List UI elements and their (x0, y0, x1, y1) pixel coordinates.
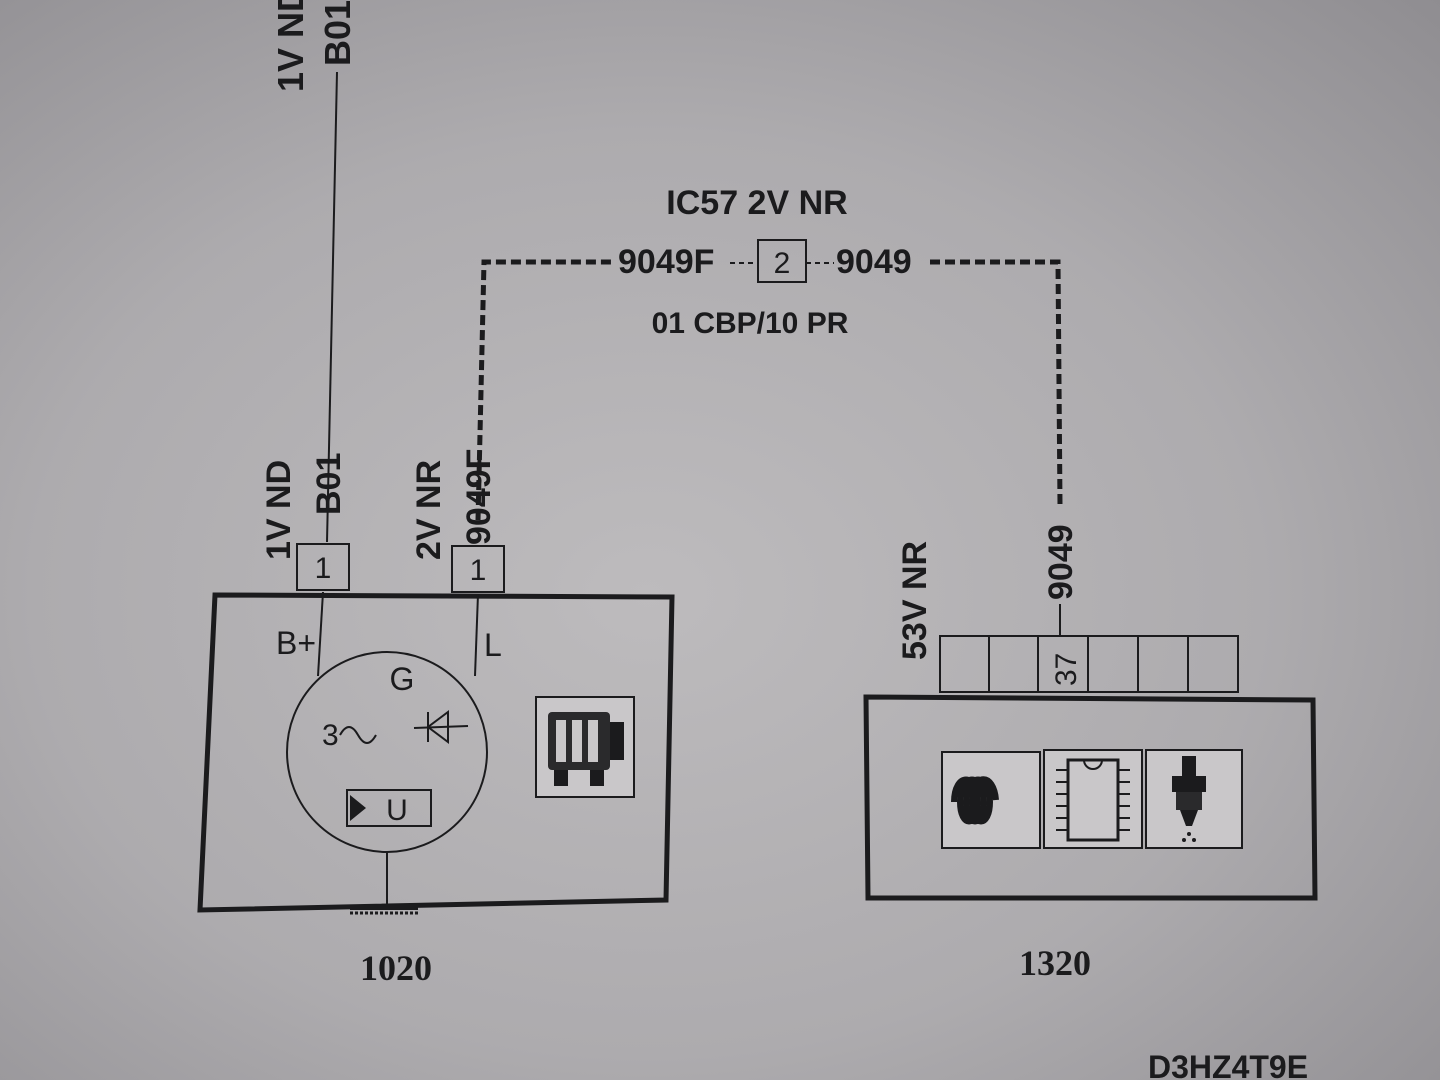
regulator-label: U (386, 794, 408, 827)
alternator-connector-b: 1V ND B01 1 (260, 453, 350, 591)
top-wire-id-label: B01 (317, 0, 358, 66)
splice-left-wire-label: 9049F (618, 243, 714, 281)
regulator-icon: U (346, 789, 432, 827)
splice-pin-label: 2 (774, 247, 791, 280)
alternator-component-id: 1020 (360, 948, 432, 988)
page-reference: D3HZ4T9E (1148, 1049, 1308, 1080)
phase-count-label: 3 (322, 719, 339, 752)
alt-b-wire-label: B01 (310, 453, 348, 515)
alt-b-internal-wire (317, 591, 324, 677)
alternator-box (197, 592, 675, 913)
splice-right-wire-label: 9049 (836, 243, 912, 281)
alt-l-pin-box (451, 545, 505, 593)
top-wire-labels: 1V ND B01 (270, 0, 358, 92)
alt-b-pin-label: 1 (315, 552, 332, 585)
top-wire-color-label: 1V ND (270, 0, 311, 92)
alt-l-wire-label: 9049F (460, 449, 498, 545)
wire-9049f-dashed (475, 259, 612, 521)
splice-connection-label: 01 CBP/10 PR (652, 307, 849, 340)
chip-icon (1043, 749, 1143, 849)
three-phase-symbol: 3 (322, 719, 377, 752)
ecu-wire-label: 9049 (1042, 524, 1080, 600)
alt-l-internal-wire (474, 593, 479, 677)
ground-icon (350, 906, 418, 915)
alt-l-pin-label: 1 (470, 554, 487, 587)
terminal-l-label: L (484, 627, 502, 663)
ecu-connector-strip: 37 (939, 635, 1239, 693)
ac-wave-icon (339, 726, 377, 744)
ecu-color-label: 53V NR (896, 541, 934, 660)
alt-b-color-label: 1V ND (260, 460, 298, 560)
alt-l-color-label: 2V NR (410, 460, 448, 560)
wire-b01 (326, 71, 338, 543)
ecu-component-id: 1320 (1019, 943, 1091, 983)
splice-pin-box: 2 (757, 239, 807, 283)
wire-9049-dashed (930, 259, 1063, 506)
alternator-icon (535, 696, 635, 798)
alternator-connector-l: 2V NR 9049F 1 (410, 449, 505, 593)
terminal-b-plus-label: B+ (276, 625, 316, 661)
ecu-pin-37-label: 37 (1050, 653, 1083, 686)
alt-b-pin-box (296, 543, 350, 591)
diode-icon (413, 710, 469, 744)
ecu-box (863, 694, 1318, 901)
splice-title: IC57 2V NR (666, 184, 847, 222)
injector-icon (1145, 749, 1243, 849)
coil-icon (941, 751, 1041, 849)
generator-letter: G (390, 661, 415, 697)
